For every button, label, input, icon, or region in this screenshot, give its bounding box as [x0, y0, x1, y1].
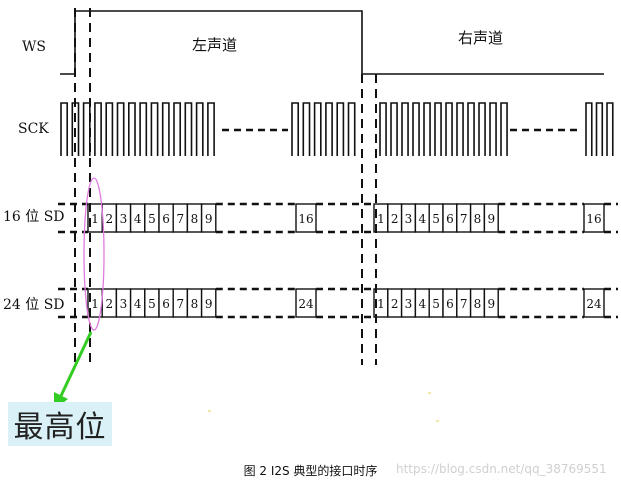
image-artifact	[436, 420, 439, 422]
sck-clock-group-right-end	[585, 102, 614, 156]
figure-caption: 图 2 I2S 典型的接口时序	[243, 464, 378, 478]
sd-continuation-dash	[215, 287, 296, 319]
bit-number: 7	[176, 212, 184, 226]
right-channel-label: 右声道	[458, 29, 503, 47]
last-bit-cell	[583, 203, 605, 233]
bit-number: 7	[460, 297, 468, 311]
bit-number: 1	[91, 212, 99, 226]
msb-label: 最高位	[13, 410, 107, 445]
sck-clock-group-left-end	[291, 102, 356, 156]
bit-number: 9	[205, 212, 213, 226]
bit-number: 2	[391, 212, 399, 226]
sd-continuation-dash	[498, 287, 584, 319]
sd-idle-dash	[58, 202, 88, 234]
bit-number: 6	[162, 297, 170, 311]
sck-clock-group-left	[60, 102, 215, 156]
sd-continuation-dash	[215, 202, 296, 234]
last-bit-number: 16	[298, 212, 313, 226]
sd-idle-dash	[58, 287, 88, 319]
bit-number: 8	[191, 212, 199, 226]
image-artifact	[208, 410, 211, 412]
msb-arrow	[58, 331, 93, 399]
bit-number: 5	[148, 212, 156, 226]
bit-cell	[483, 203, 499, 233]
bit-number: 8	[474, 212, 482, 226]
bit-number: 2	[105, 212, 113, 226]
bit-number: 6	[446, 297, 454, 311]
last-bit-cell	[295, 288, 317, 318]
sd-continuation-dash	[316, 202, 372, 234]
last-bit-cell	[295, 203, 317, 233]
bit-number: 1	[377, 212, 385, 226]
bit-cell	[483, 288, 499, 318]
bit-cell	[200, 203, 217, 233]
bit-number: 1	[377, 297, 385, 311]
bit-number: 4	[418, 212, 426, 226]
left-channel-label: 左声道	[192, 36, 237, 54]
bit-number: 9	[487, 212, 495, 226]
bit-number: 9	[205, 297, 213, 311]
sck-pulse-train	[379, 102, 508, 156]
image-artifact	[428, 392, 431, 394]
bit-number: 4	[418, 297, 426, 311]
bit-number: 4	[134, 297, 142, 311]
ws-waveform	[60, 10, 604, 75]
bit-number: 1	[91, 297, 99, 311]
sck-pulse-train	[291, 102, 356, 156]
bit-number: 7	[460, 212, 468, 226]
msb-label-box: 最高位	[8, 402, 112, 446]
ws-label: WS	[22, 39, 46, 55]
bit-number: 3	[120, 212, 128, 226]
bit-number: 5	[432, 212, 440, 226]
bit-number: 8	[474, 297, 482, 311]
sck-pulse-train	[60, 102, 215, 156]
last-bit-cell	[583, 288, 605, 318]
msb-highlight-ellipse	[83, 177, 105, 331]
bit-number: 9	[487, 297, 495, 311]
bit-number: 8	[191, 297, 199, 311]
sd-continuation-dash	[604, 202, 618, 234]
sck-label: SCK	[18, 121, 49, 137]
sck-clock-group-right	[379, 102, 508, 156]
sd24-label: 24 位 SD	[3, 297, 65, 313]
sd-continuation-dash	[498, 202, 584, 234]
bit-number: 4	[134, 212, 142, 226]
bit-number: 3	[405, 212, 413, 226]
sd16-label: 16 位 SD	[3, 209, 65, 225]
bit-number: 6	[446, 212, 454, 226]
bit-number: 2	[391, 297, 399, 311]
sck-pulse-train	[585, 102, 614, 156]
bit-number: 2	[105, 297, 113, 311]
bit-number: 7	[176, 297, 184, 311]
bit-number: 5	[148, 297, 156, 311]
bit-number: 6	[162, 212, 170, 226]
sd-continuation-dash	[316, 287, 372, 319]
bit-number: 3	[405, 297, 413, 311]
sd-continuation-dash	[604, 287, 618, 319]
bit-number: 3	[120, 297, 128, 311]
last-bit-number: 24	[298, 297, 314, 311]
last-bit-number: 24	[586, 297, 602, 311]
last-bit-number: 16	[586, 212, 601, 226]
bit-cell	[200, 288, 217, 318]
watermark-url: https://blog.csdn.net/qq_38769551	[396, 462, 607, 476]
bit-number: 5	[432, 297, 440, 311]
